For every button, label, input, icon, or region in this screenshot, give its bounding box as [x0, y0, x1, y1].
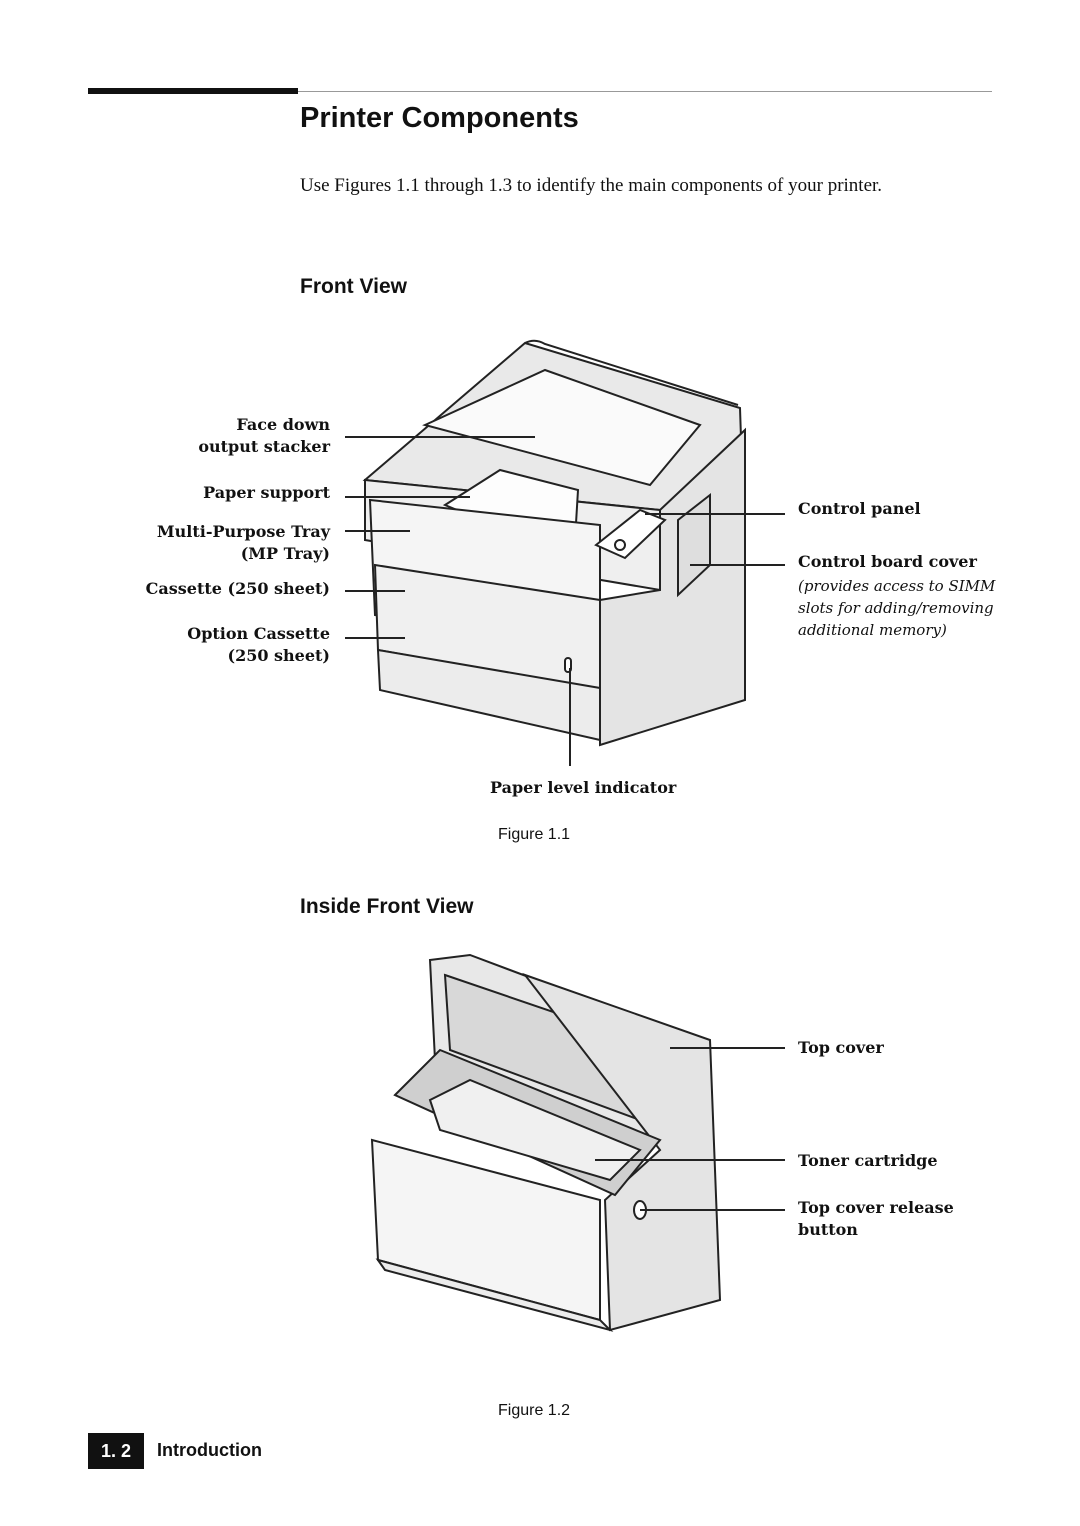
intro-paragraph: Use Figures 1.1 through 1.3 to identify …: [300, 175, 883, 196]
control-board-note: (provides access to SIMM slots for addin…: [798, 577, 996, 639]
label-mp-tray: Multi-Purpose Tray (MP Tray): [156, 522, 330, 563]
footer-section-name: Introduction: [157, 1440, 262, 1460]
page-title: Printer Components: [300, 102, 579, 134]
label-paper-level-indicator: Paper level indicator: [490, 778, 677, 797]
label-toner-cartridge: Toner cartridge: [798, 1151, 938, 1170]
label-paper-support: Paper support: [203, 483, 330, 502]
label-top-cover: Top cover: [798, 1038, 884, 1057]
label-control-panel: Control panel: [798, 499, 921, 518]
label-cassette: Cassette (250 sheet): [145, 579, 330, 598]
page-number-badge: 1. 2: [88, 1433, 144, 1469]
inside-front-view-heading: Inside Front View: [300, 895, 474, 918]
label-option-cassette: Option Cassette (250 sheet): [187, 624, 330, 665]
header-rule-thick: [88, 88, 298, 94]
header-rule-thin: [298, 91, 992, 92]
label-face-down: Face down output stacker: [198, 415, 330, 456]
front-view-heading: Front View: [300, 275, 407, 298]
label-top-cover-release: Top cover release button: [798, 1198, 954, 1239]
label-control-board-cover: Control board cover: [798, 552, 977, 571]
figure-1-2-caption: Figure 1.2: [498, 1402, 571, 1419]
figure-1-1-caption: Figure 1.1: [498, 826, 571, 843]
